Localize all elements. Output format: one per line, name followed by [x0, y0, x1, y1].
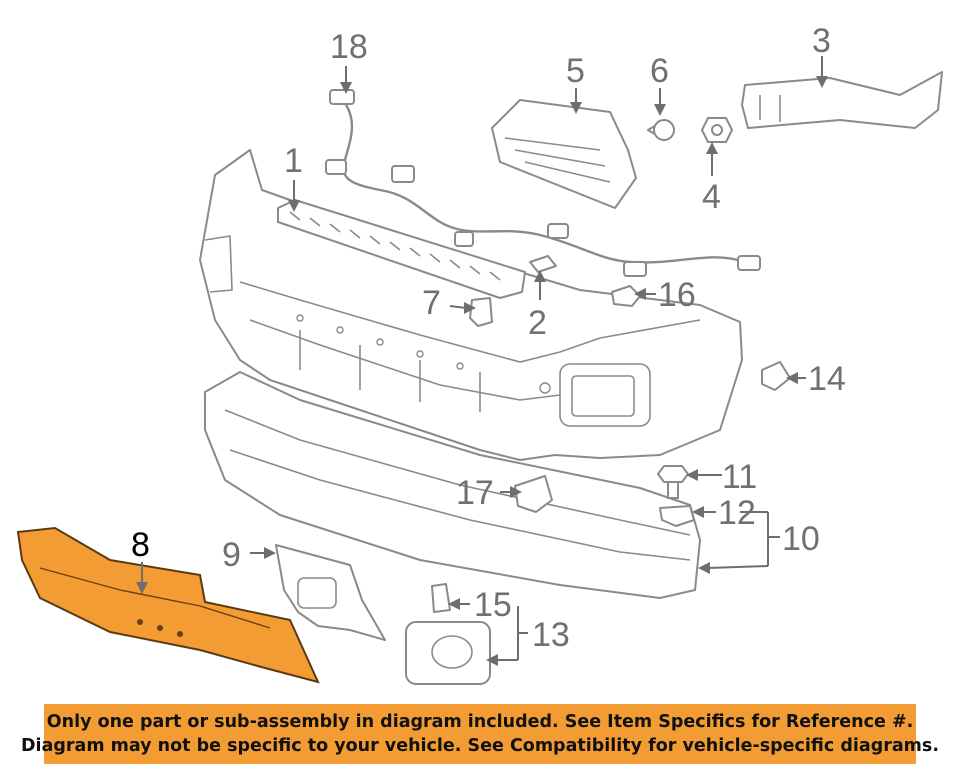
callout-11: 11: [722, 458, 757, 496]
bracket-part-7: [469, 297, 493, 327]
disclaimer-line-2: Diagram may not be specific to your vehi…: [21, 736, 939, 756]
push-pin-part-14: [761, 361, 791, 391]
callout-4: 4: [702, 178, 721, 216]
fastener-part-6: [647, 119, 675, 141]
bracket-part-15: [431, 583, 451, 613]
callout-7: 7: [422, 284, 441, 322]
callout-1: 1: [284, 142, 303, 180]
callout-3: 3: [812, 22, 831, 60]
callout-18: 18: [330, 28, 368, 66]
callout-numbers: 1 2 3 4 5 6 7 8 9 10 11 12 13 14 15 16 1…: [131, 22, 846, 654]
bracket-part-17: [514, 475, 553, 513]
callout-8: 8: [131, 526, 150, 564]
bolt-part-11: [657, 465, 689, 499]
clip-nut-part-12: [659, 505, 695, 527]
diagram-canvas: 1 2 3 4 5 6 7 8 9 10 11 12 13 14 15 16 1…: [16, 22, 943, 685]
bumper-extension-part-3: [741, 71, 943, 129]
fog-bezel-part-13: [405, 621, 491, 685]
callout-16: 16: [658, 276, 696, 314]
callout-10: 10: [782, 520, 820, 558]
callout-6: 6: [650, 52, 669, 90]
callout-13: 13: [532, 616, 570, 654]
clip-part-2: [529, 255, 557, 273]
connector-part-16: [611, 285, 641, 307]
skid-plate-part-8-highlighted: [16, 526, 320, 684]
callout-14: 14: [808, 360, 846, 398]
bumper-mounting-holes: [296, 314, 551, 394]
callout-2: 2: [528, 304, 547, 342]
disclaimer-line-1: Only one part or sub-assembly in diagram…: [46, 712, 914, 732]
nut-part-4: [701, 117, 733, 143]
leader-lines: [136, 56, 828, 666]
fog-bezel-part-9: [275, 544, 386, 641]
callout-12: 12: [718, 494, 756, 532]
callout-15: 15: [474, 586, 512, 624]
lower-bumper-bar: [204, 371, 701, 599]
callout-5: 5: [566, 52, 585, 90]
callout-17: 17: [456, 474, 494, 512]
wiring-harness: [325, 89, 761, 277]
air-shield-part-5: [491, 99, 637, 209]
skid-plate-holes: [137, 619, 183, 637]
disclaimer-banner: Only one part or sub-assembly in diagram…: [21, 704, 939, 764]
callout-9: 9: [222, 536, 241, 574]
